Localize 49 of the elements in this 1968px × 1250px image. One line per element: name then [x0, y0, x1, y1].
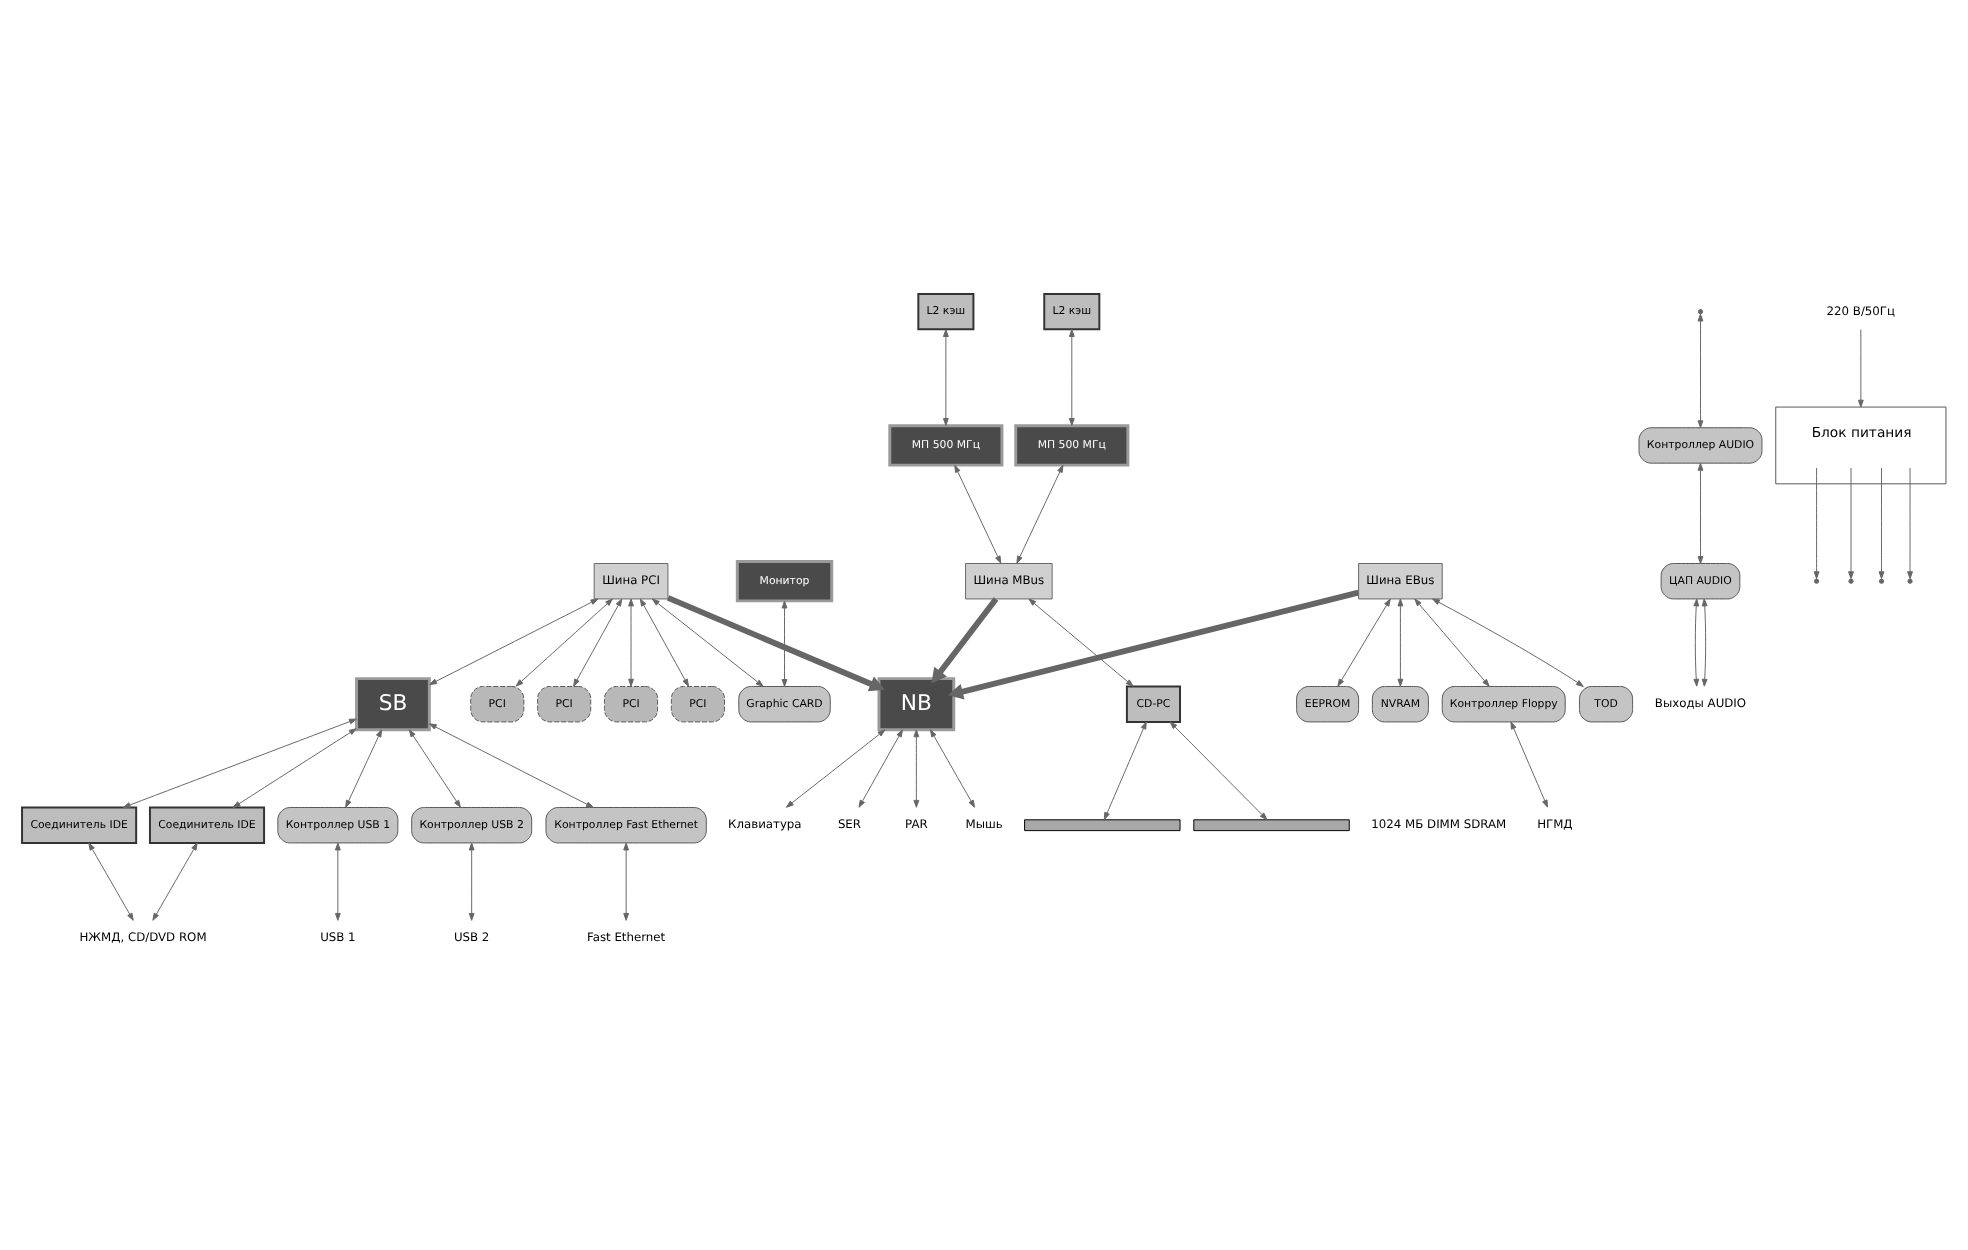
arrow — [1397, 598, 1404, 687]
arrow — [334, 842, 341, 921]
arrow — [122, 718, 357, 808]
arrow — [1028, 598, 1134, 687]
arrow — [1878, 467, 1885, 580]
arrow — [623, 842, 630, 921]
arrow — [628, 598, 634, 687]
arrow — [429, 598, 599, 686]
arrow — [1337, 598, 1391, 687]
arrow — [1068, 329, 1075, 426]
arrow — [1907, 467, 1913, 580]
arrow — [232, 728, 357, 808]
arrow — [468, 842, 475, 921]
arrow — [1169, 721, 1268, 821]
arrow — [345, 729, 383, 808]
arrow — [428, 723, 594, 808]
node-bar — [1193, 819, 1350, 832]
arrow — [781, 600, 788, 687]
arrow — [1432, 598, 1584, 687]
arrow — [573, 598, 623, 687]
arrow — [929, 729, 976, 808]
arrow — [954, 464, 1002, 564]
arrow — [1848, 467, 1854, 580]
arrow — [1510, 721, 1548, 808]
arrow — [1693, 598, 1700, 687]
arrow — [515, 598, 613, 687]
arrow — [947, 589, 1359, 700]
arrow — [152, 842, 198, 921]
arrow — [408, 729, 461, 808]
arrow — [931, 597, 999, 684]
arrow — [1813, 467, 1820, 580]
arrow — [1697, 313, 1704, 429]
arrow — [666, 595, 885, 692]
arrow — [651, 598, 764, 687]
node-bar — [1024, 819, 1181, 832]
arrow — [1697, 462, 1704, 564]
node-box: NB — [877, 677, 956, 732]
arrow — [1016, 464, 1064, 564]
arrow — [639, 598, 689, 687]
arrow — [1857, 329, 1864, 408]
arrow — [88, 842, 134, 921]
arrow — [913, 729, 920, 808]
node-box: SB — [355, 677, 431, 732]
arrow — [1414, 598, 1490, 687]
arrow — [1701, 598, 1708, 687]
arrow — [1103, 721, 1147, 821]
arrow — [858, 729, 903, 808]
arrow — [943, 329, 949, 426]
arrow — [785, 729, 886, 808]
